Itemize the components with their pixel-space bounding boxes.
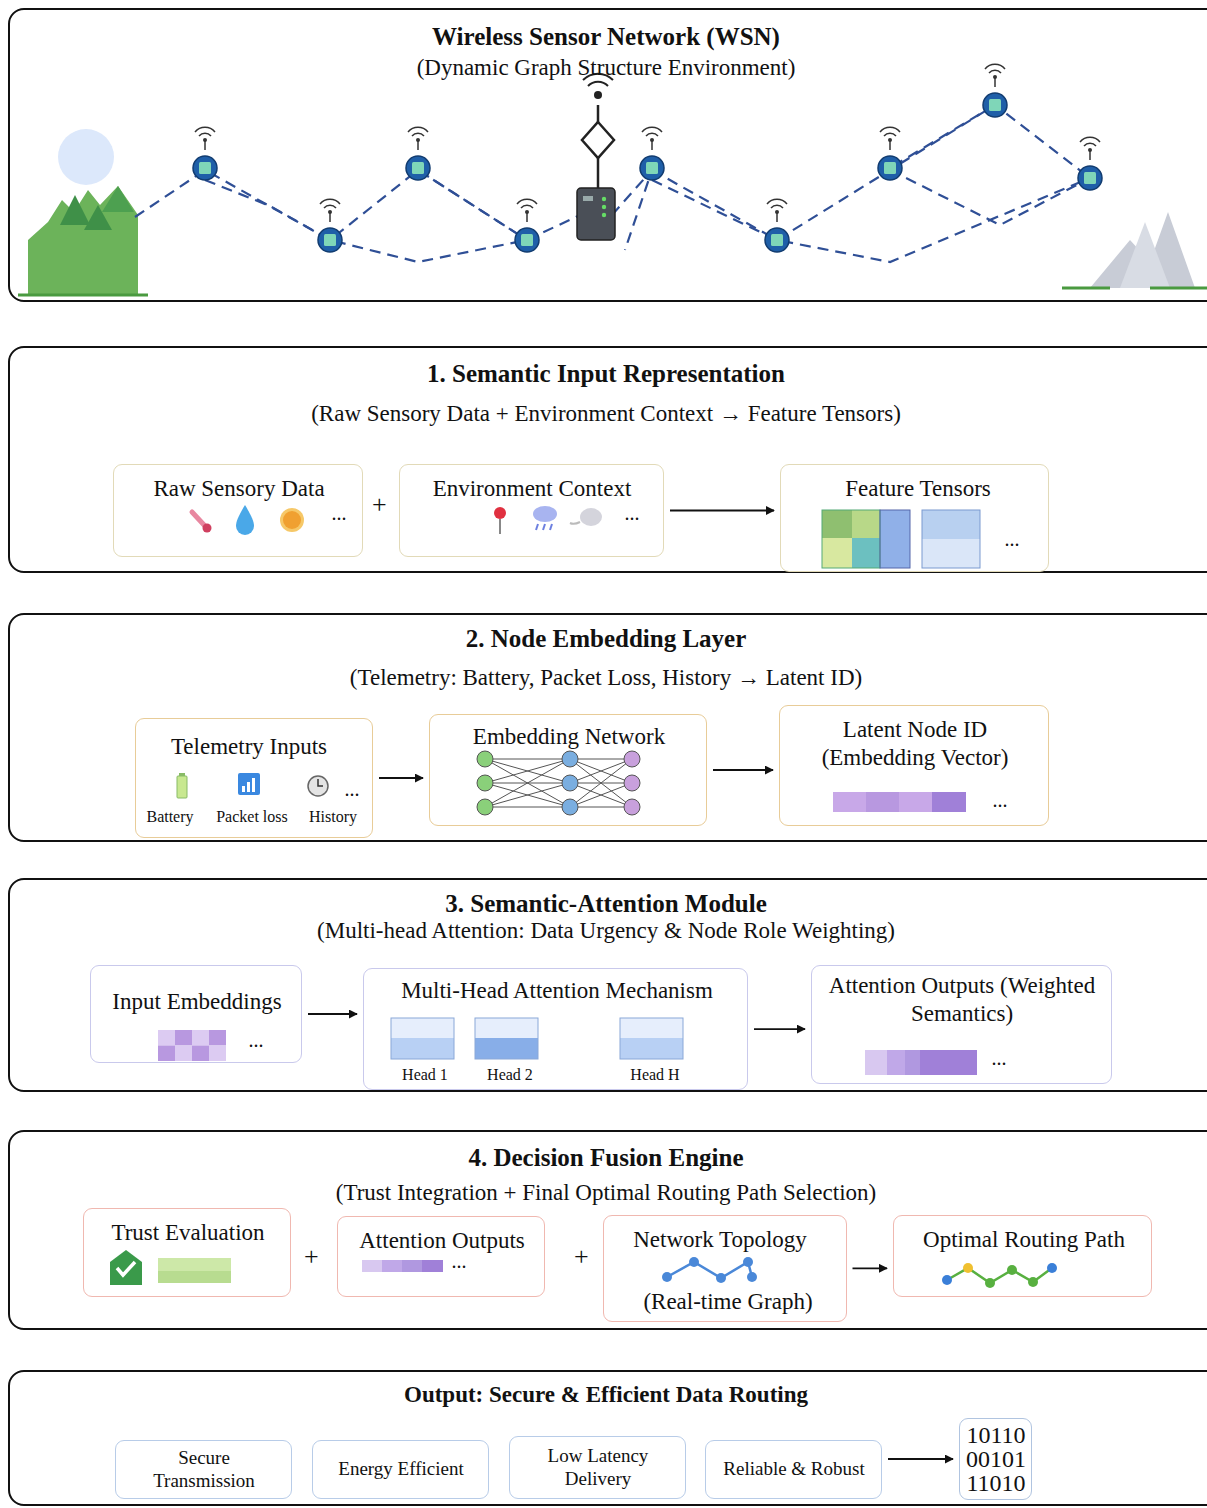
node-title: Latent Node ID (Embedding Vector) — [805, 716, 1025, 771]
node-text: History — [303, 807, 363, 826]
flow-arrow — [713, 769, 773, 771]
node-text: (Real-time Graph) — [616, 1288, 841, 1316]
node-text: (Raw Sensory Data + Environment Context … — [156, 400, 1056, 428]
node-title: Optimal Routing Path — [899, 1226, 1149, 1254]
node-text: ... — [241, 1028, 271, 1052]
flow-arrow — [670, 510, 774, 512]
node-text: Battery — [139, 807, 201, 826]
component-box: Telemetry InputsBattery Packet loss Histor… — [135, 718, 373, 838]
node-title: Wireless Sensor Network (WSN) — [156, 22, 1056, 52]
node-title: Multi-Head Attention Mechanism — [370, 977, 745, 1005]
node-title: Attention Outputs (Weighted Semantics) — [822, 972, 1102, 1027]
node-title: 4. Decision Fusion Engine — [156, 1143, 1056, 1173]
node-text: (Dynamic Graph Structure Environment) — [156, 54, 1056, 82]
flow-arrow — [379, 777, 423, 779]
node-title: Network Topology — [608, 1226, 833, 1254]
node-title: Input Embeddings — [95, 988, 299, 1016]
stage-panel: 1. Semantic Input Representation (Raw Sen… — [8, 346, 1207, 573]
node-text: (Trust Integration + Final Optimal Routi… — [156, 1179, 1056, 1207]
component-box: Trust Evaluation — [83, 1208, 291, 1297]
node-title: Attention Outputs — [342, 1227, 542, 1255]
component-box: Optimal Routing Path — [893, 1215, 1152, 1297]
node-title: Output: Secure & Efficient Data Routing — [156, 1381, 1056, 1409]
node-text: ... — [985, 788, 1015, 812]
node-text: ... — [617, 501, 647, 525]
node-title: Energy Efficient — [319, 1458, 484, 1481]
node-title: Reliable & Robust — [709, 1458, 879, 1481]
stage-panel: 3. Semantic-Attention Module(Multi-head … — [8, 878, 1207, 1092]
component-box: Raw Sensory Data... — [113, 464, 363, 557]
component-box: Environment Context... — [399, 464, 664, 557]
node-title: 2. Node Embedding Layer — [156, 624, 1056, 654]
node-text: ... — [444, 1249, 474, 1273]
component-box: Multi-Head Attention MechanismHead 1 Head… — [363, 968, 748, 1090]
node-title: Environment Context — [405, 475, 660, 503]
component-box: Input Embeddings... — [90, 965, 302, 1063]
node-title: Raw Sensory Data — [119, 475, 359, 503]
flow-arrow — [308, 1013, 357, 1015]
component-box: Network Topology (Real-time Graph) — [603, 1215, 847, 1322]
plus-sign: + — [372, 492, 387, 518]
node-text: ... — [984, 1046, 1014, 1070]
node-title: Trust Evaluation — [88, 1219, 288, 1247]
component-box: Attention Outputs... — [337, 1216, 545, 1297]
node-title: 10110 00101 11010 — [965, 1423, 1027, 1495]
component-box: Energy Efficient — [312, 1440, 489, 1499]
node-text: (Multi-head Attention: Data Urgency & No… — [156, 917, 1056, 945]
component-box: Feature Tensors... — [780, 464, 1049, 572]
stage-panel: Output: Secure & Efficient Data RoutingS… — [8, 1370, 1207, 1506]
plus-sign: + — [574, 1244, 589, 1270]
plus-sign: + — [304, 1244, 319, 1270]
band1-icons — [192, 505, 980, 568]
node-text: Head 2 — [478, 1065, 542, 1084]
component-box: Low Latency Delivery — [509, 1436, 686, 1499]
node-title: Feature Tensors — [791, 475, 1046, 503]
component-box: Secure Transmission — [115, 1440, 292, 1499]
node-text: ... — [997, 527, 1027, 551]
band3-icons — [158, 1018, 977, 1075]
component-box: Embedding Network — [429, 714, 707, 826]
node-title: Embedding Network — [435, 723, 703, 751]
node-text: Packet loss — [207, 807, 297, 826]
stage-panel: 4. Decision Fusion Engine (Trust Integrat… — [8, 1130, 1207, 1330]
flow-arrow — [754, 1028, 805, 1030]
node-text: Head 1 — [393, 1065, 457, 1084]
flow-arrow — [853, 1267, 888, 1269]
node-text: ... — [337, 777, 367, 801]
node-title: Secure Transmission — [129, 1447, 279, 1493]
node-text: ... — [324, 501, 354, 525]
node-text: Head H — [623, 1065, 687, 1084]
stage-panel: Wireless Sensor Network (WSN)(Dynamic Gr… — [8, 8, 1207, 302]
component-box: Latent Node ID (Embedding Vector)... — [779, 705, 1049, 826]
flow-arrow — [888, 1458, 953, 1460]
node-title: Low Latency Delivery — [523, 1445, 673, 1491]
node-text: (Telemetry: Battery, Packet Loss, Histor… — [156, 664, 1056, 692]
component-box: Attention Outputs (Weighted Semantics)..… — [811, 965, 1112, 1084]
component-box: Reliable & Robust — [705, 1440, 882, 1499]
node-title: 3. Semantic-Attention Module — [156, 889, 1056, 919]
wsn-illustration — [18, 64, 1207, 295]
node-title: 1. Semantic Input Representation — [156, 359, 1056, 389]
component-box: 10110 00101 11010 — [959, 1418, 1032, 1500]
stage-panel: 2. Node Embedding Layer (Telemetry: Batte… — [8, 613, 1207, 842]
node-title: Telemetry Inputs — [139, 733, 359, 761]
